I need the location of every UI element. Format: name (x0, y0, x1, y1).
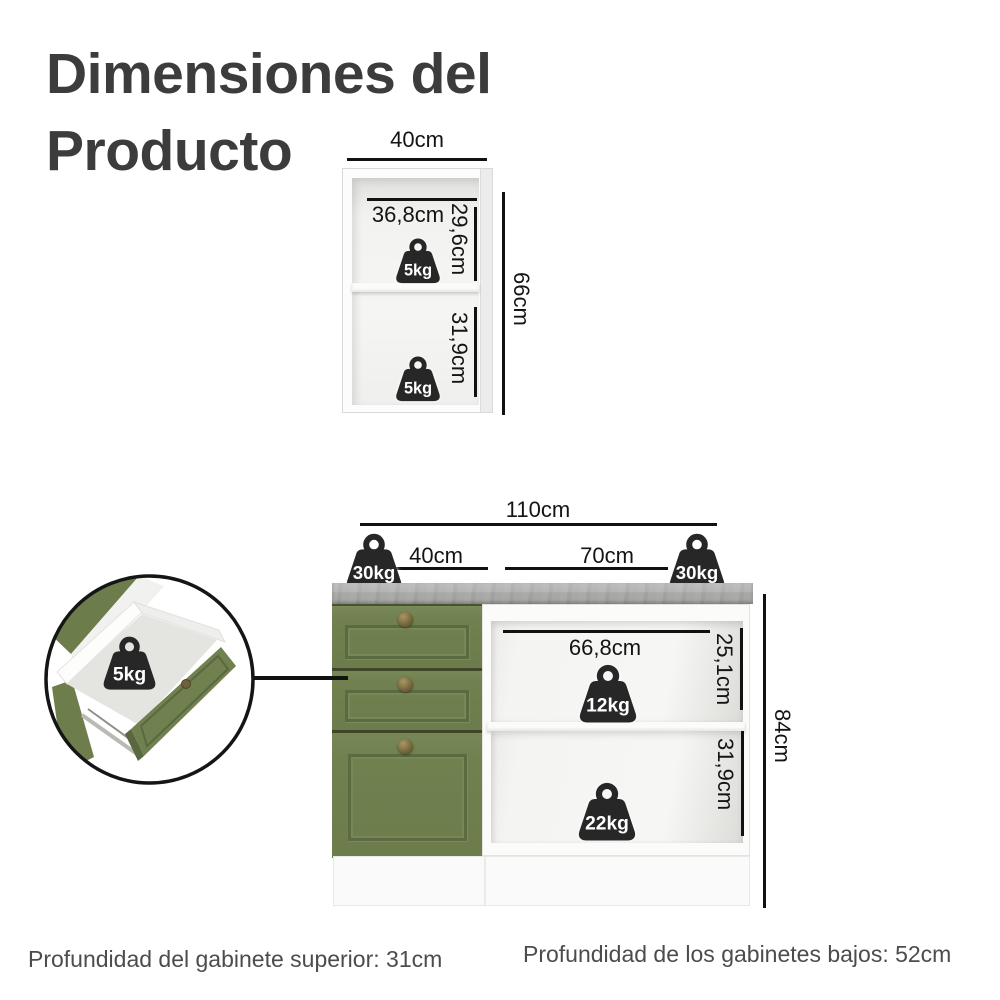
page-title: Dimensiones del Producto (46, 42, 492, 183)
upper-cabinet-height-line (502, 192, 505, 415)
base-cabinet-height-line (763, 594, 766, 908)
drawer-gap (332, 730, 482, 733)
detail-cabinet-frame (47, 576, 139, 654)
cabinet-door-knob (398, 739, 413, 754)
open-shelf-top-height-line (740, 628, 743, 710)
open-section-width-line (505, 567, 668, 570)
drawer-1 (332, 608, 482, 668)
open-shelf-bottom-height-line (741, 731, 744, 836)
upper-shelf-width-line (367, 198, 477, 201)
callout-circle (44, 574, 255, 785)
base-cabinet-depth-note: Profundidad de los gabinetes bajos: 52cm (523, 941, 952, 967)
weight-icon-shelf-bottom: 22kg (576, 782, 638, 842)
upper-shelf-top-height-label: 29,6cm (447, 203, 472, 276)
weight-icon-countertop-right: 30kg (667, 531, 727, 593)
drawer-1-knob (398, 612, 413, 627)
weight-label: 30kg (353, 562, 395, 583)
upper-cabinet-width-line (347, 158, 487, 161)
weight-icon-countertop-left: 30kg (344, 531, 404, 593)
drawer-section-width-line (360, 567, 488, 570)
cabinet-door (332, 733, 482, 858)
upper-shelf-width-label: 36,8cm (371, 202, 445, 227)
open-shelf-bottom-height-label: 31,9cm (713, 738, 738, 811)
upper-shelf-bottom-height-line (474, 307, 477, 397)
upper-cabinet-side-panel (480, 169, 492, 412)
drawer-1-panel (345, 625, 469, 659)
drawer-detail-callout: 5kg (44, 574, 255, 785)
weight-label: 22kg (585, 813, 629, 834)
weight-label: 30kg (676, 562, 718, 583)
open-shelf-width-label: 66,8cm (568, 635, 642, 660)
open-section-width-label: 70cm (580, 543, 634, 568)
weight-icon-upper-bottom: 5kg (394, 354, 442, 404)
weight-icon-shelf-top: 12kg (577, 664, 639, 724)
weight-label: 5kg (404, 379, 432, 397)
base-cabinet-height-label: 84cm (770, 709, 795, 763)
drawer-section (332, 604, 482, 858)
base-cabinet-plinth (333, 856, 750, 906)
open-shelf-width-line (503, 630, 710, 633)
drawer-gap (332, 668, 482, 671)
drawer-2 (332, 671, 482, 730)
drawer-section-width-label: 40cm (409, 543, 463, 568)
weight-label: 5kg (404, 261, 432, 279)
weight-label: 12kg (586, 695, 630, 716)
open-shelf-top-height-label: 25,1cm (712, 633, 737, 706)
drawer-2-knob (398, 677, 413, 692)
drawer-2-panel (345, 690, 469, 722)
weight-label: 5kg (113, 663, 146, 685)
open-shelf-divider (487, 722, 745, 731)
callout-leader-line (254, 676, 348, 680)
upper-shelf-bottom-height-label: 31,9cm (447, 312, 472, 385)
plinth-seam (484, 857, 486, 905)
weight-icon-drawer-detail: 5kg (103, 636, 156, 690)
cabinet-door-panel (348, 754, 467, 841)
weight-icon-upper-top: 5kg (394, 236, 442, 286)
detail-drawer-front (131, 647, 236, 756)
base-cabinet-total-width-label: 110cm (505, 497, 571, 522)
upper-cabinet-width-label: 40cm (390, 127, 444, 152)
upper-cabinet-shelf (352, 283, 479, 292)
upper-cabinet-height-label: 66cm (509, 272, 534, 326)
countertop (332, 583, 753, 604)
base-cabinet-total-width-line (360, 523, 717, 526)
upper-shelf-top-height-line (474, 207, 477, 281)
detail-drawer-knob (181, 679, 191, 689)
upper-cabinet-interior (352, 178, 479, 405)
upper-cabinet-depth-note: Profundidad del gabinete superior: 31cm (28, 946, 443, 972)
